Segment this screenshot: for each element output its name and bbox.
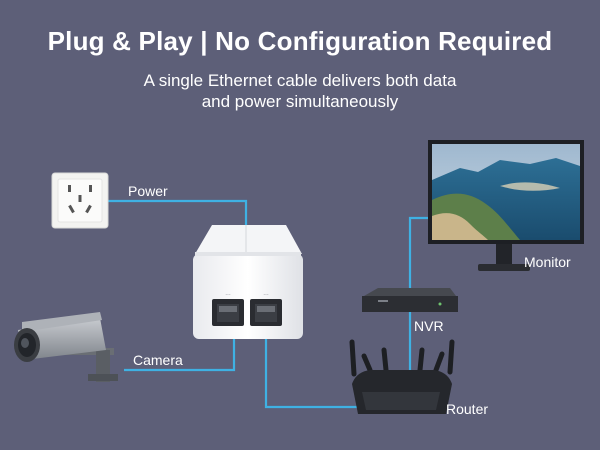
page-title: Plug & Play | No Configuration Required [47,26,553,56]
svg-text:‑‑‑: ‑‑‑ [264,292,269,298]
subtitle-line-1: A single Ethernet cable delivers both da… [143,71,457,90]
label-monitor: Monitor [524,254,571,270]
router-icon [349,339,455,414]
power-cable [108,199,248,225]
cctv-camera-icon [14,312,118,382]
page-subtitle: A single Ethernet cable delivers both da… [0,70,600,112]
poe-injector-icon: ‑‑‑ ‑‑‑ [193,225,303,339]
router-cable [264,315,370,409]
monitor-cable [408,216,428,292]
nvr-icon [362,288,458,312]
wall-socket-icon [51,172,109,229]
label-camera: Camera [133,352,183,368]
subtitle-line-2: and power simultaneously [201,92,399,111]
label-nvr: NVR [414,318,444,334]
svg-text:‑‑‑: ‑‑‑ [226,292,231,298]
label-power: Power [128,183,168,199]
monitor-icon [428,140,584,271]
label-router: Router [446,401,489,417]
